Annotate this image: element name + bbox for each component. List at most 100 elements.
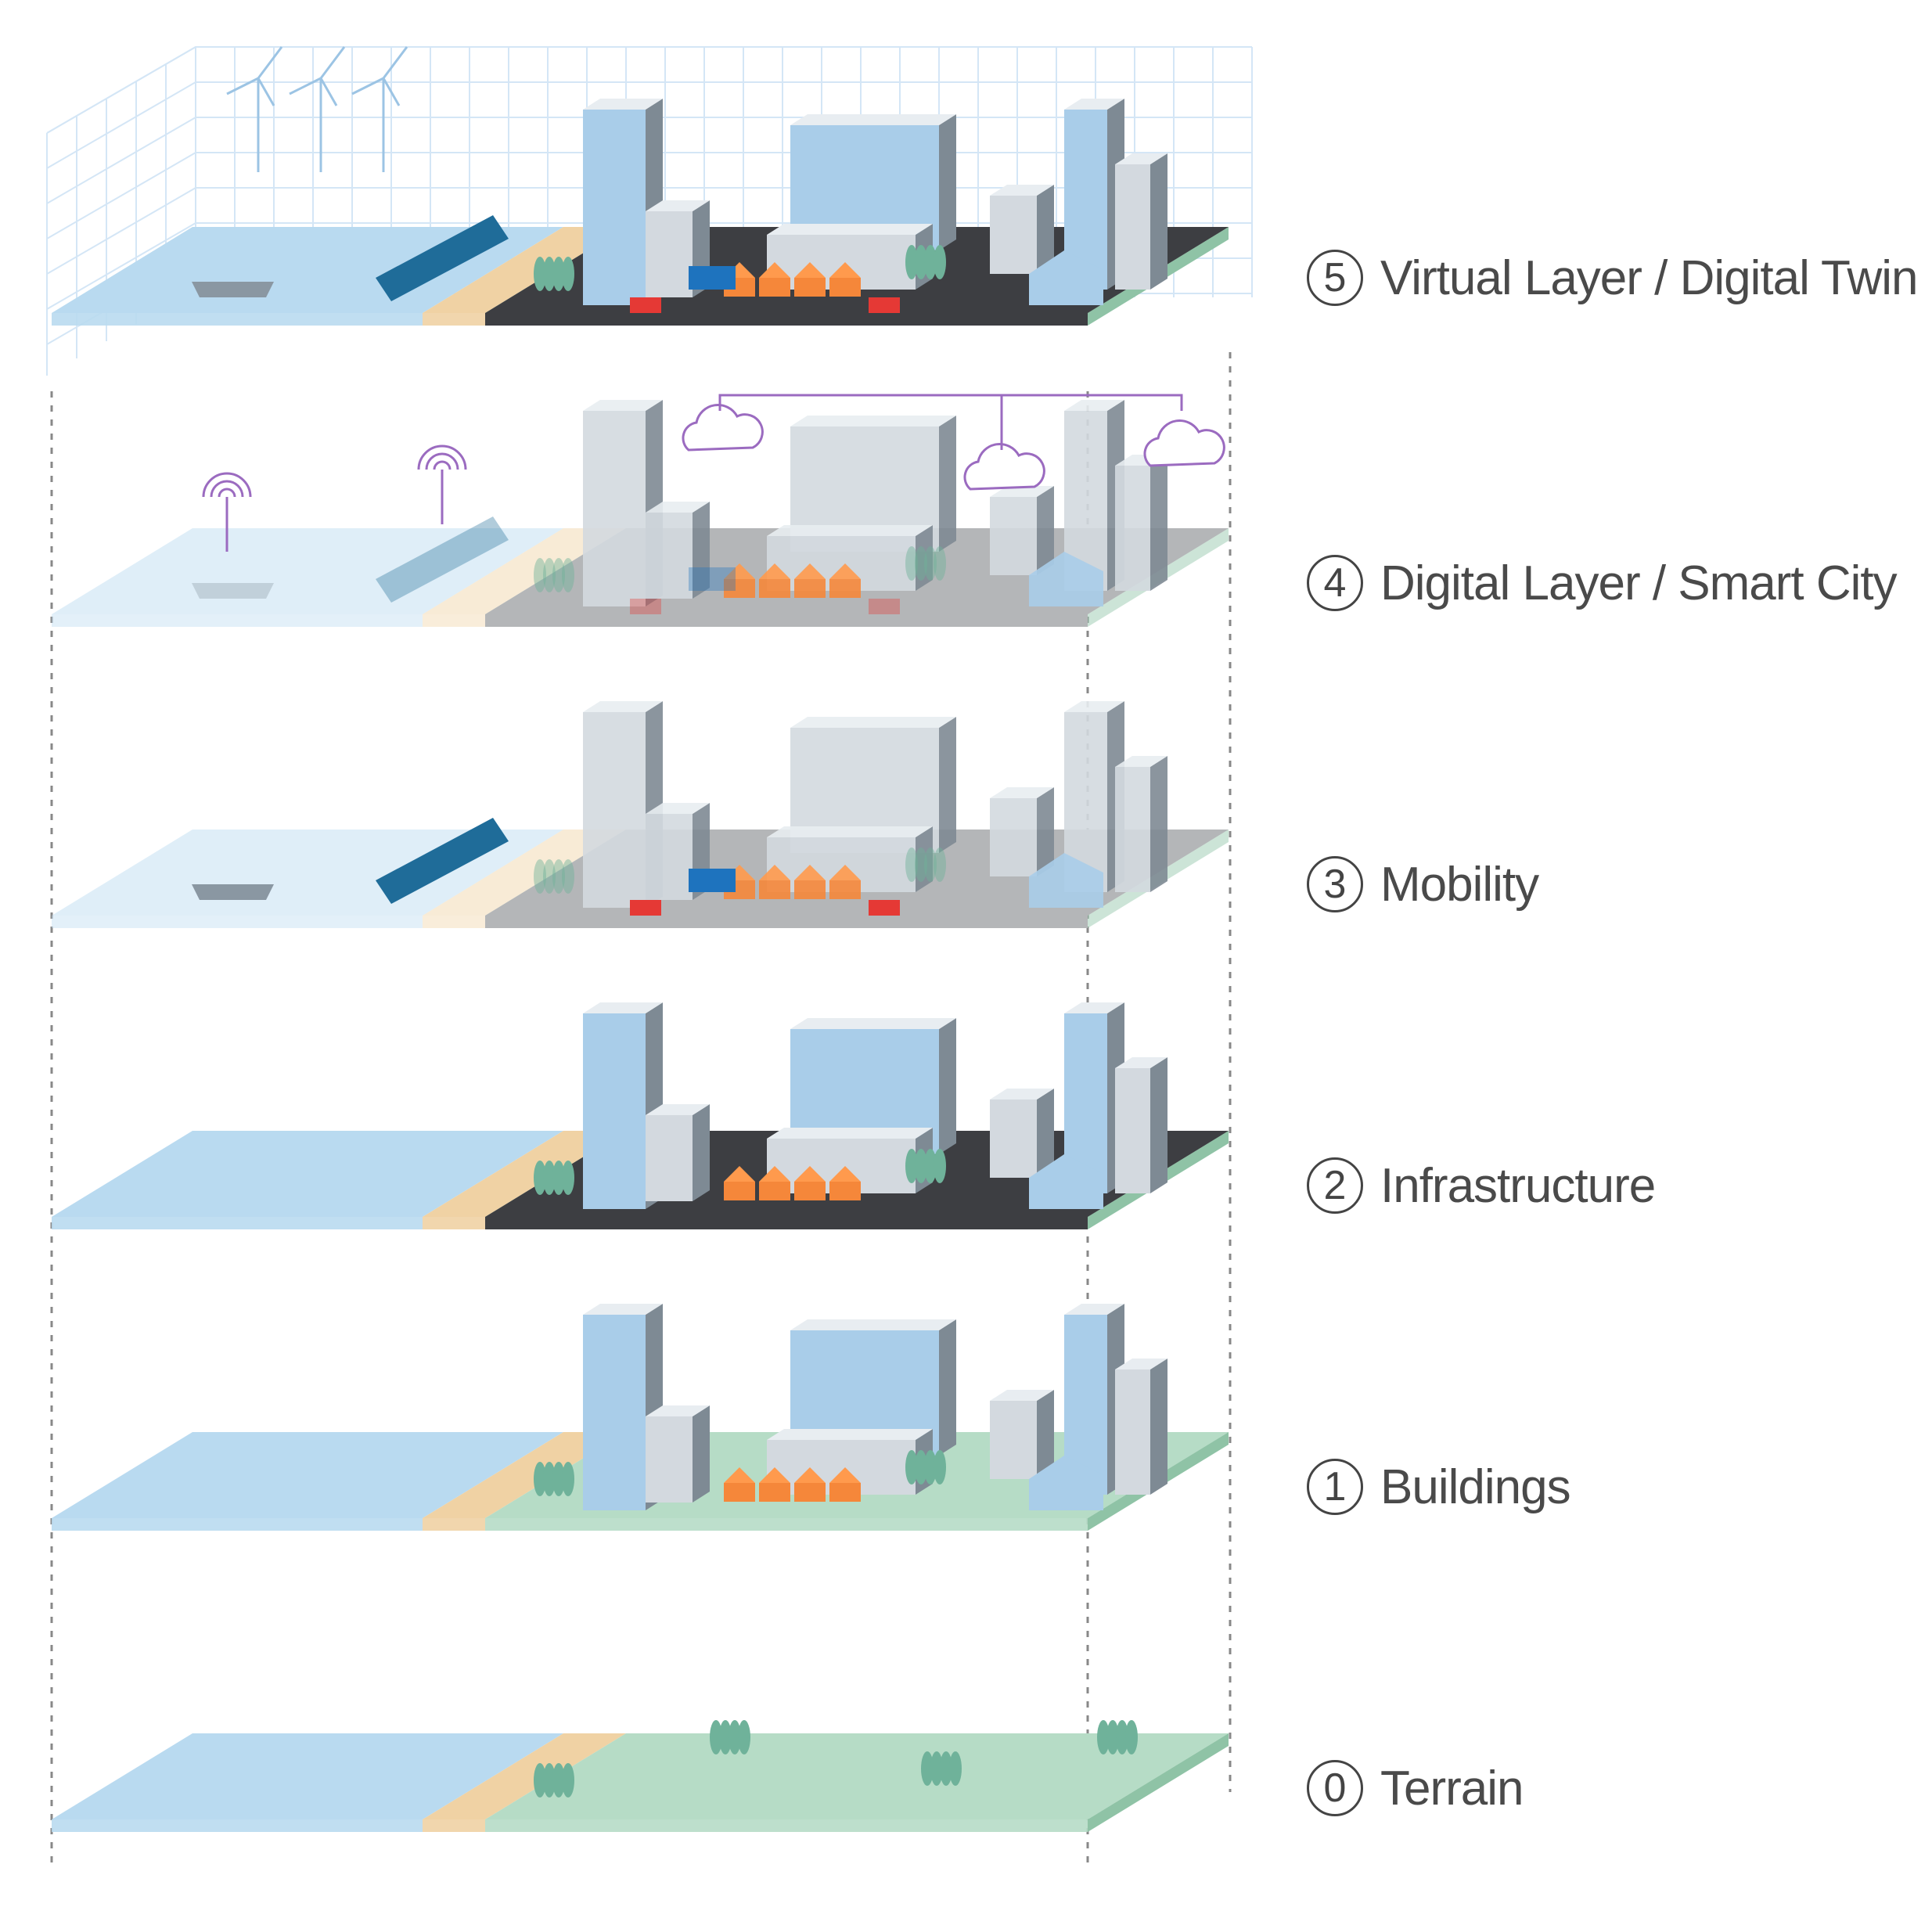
block-right (990, 497, 1037, 575)
tree (915, 1450, 927, 1485)
tree (562, 1462, 574, 1496)
slab-edge (52, 1217, 423, 1229)
slab-edge (423, 916, 485, 928)
row-houses-roof (767, 1128, 933, 1139)
house (724, 1182, 755, 1200)
tree (729, 1720, 741, 1754)
tree (543, 558, 556, 592)
row-houses-roof (767, 826, 933, 837)
layer-label-2: 2 Infrastructure (1307, 1143, 1656, 1229)
tower-left-roof (583, 1002, 663, 1013)
slab-edge (485, 1518, 1088, 1531)
tower-left (583, 712, 646, 908)
tree (534, 1462, 546, 1496)
tree (905, 546, 918, 581)
block-right (990, 1099, 1037, 1178)
tree (924, 546, 937, 581)
greenhouse (1029, 853, 1103, 908)
truck (689, 266, 736, 290)
house-roof (794, 262, 826, 278)
house (724, 579, 755, 598)
tower-right-roof (1064, 400, 1124, 411)
row-houses-side (916, 826, 933, 892)
slab-top (423, 830, 626, 916)
signal-icon (425, 452, 459, 470)
tower-left (583, 1013, 646, 1209)
tree (924, 1149, 937, 1183)
tree (915, 1149, 927, 1183)
house (794, 278, 826, 297)
layer-title-2: Infrastructure (1380, 1158, 1656, 1213)
tree (924, 848, 937, 882)
tree (905, 1149, 918, 1183)
layer-number-4: 4 (1307, 555, 1363, 611)
office-center-side (939, 717, 956, 853)
tree (534, 558, 546, 592)
slab-top (52, 1733, 563, 1819)
road-edge (485, 614, 1088, 627)
slab-edge (423, 614, 485, 627)
tree (921, 1751, 934, 1786)
tree (1106, 1720, 1119, 1754)
car (630, 297, 661, 313)
block-left (646, 814, 693, 900)
tree (562, 558, 574, 592)
block-left-side (693, 502, 710, 599)
block-left (646, 1115, 693, 1201)
layer-1 (52, 1304, 1229, 1531)
tree (562, 1763, 574, 1798)
house-roof (794, 563, 826, 579)
tree (934, 1149, 946, 1183)
office-center-roof (790, 416, 956, 426)
layer-5 (52, 46, 1229, 326)
tower-right-2 (1115, 164, 1150, 290)
slab-edge (423, 1518, 485, 1531)
layer-label-0: 0 Terrain (1307, 1745, 1524, 1831)
tree (534, 257, 546, 291)
greenhouse (1029, 250, 1103, 305)
house (829, 278, 861, 297)
block-left (646, 513, 693, 599)
tower-right-2-roof (1115, 756, 1167, 767)
block-right (990, 196, 1037, 274)
layer-title-3: Mobility (1380, 857, 1539, 912)
block-right-roof (990, 185, 1054, 196)
house (794, 1483, 826, 1502)
house-roof (724, 563, 755, 579)
row-houses-side (916, 525, 933, 591)
tree (552, 1763, 565, 1798)
tree (552, 859, 565, 894)
tree (719, 1720, 732, 1754)
block-right-roof (990, 1390, 1054, 1401)
slab-edge (52, 313, 423, 326)
tree (562, 1161, 574, 1195)
office-center-side (939, 1319, 956, 1456)
block-right-side (1037, 1089, 1054, 1178)
tree (924, 245, 937, 279)
slab-top (423, 528, 626, 614)
house-roof (794, 1166, 826, 1182)
house-roof (759, 865, 790, 880)
house-roof (829, 865, 861, 880)
tree (915, 848, 927, 882)
greenhouse (1029, 1456, 1103, 1510)
house (794, 1182, 826, 1200)
tree (552, 1161, 565, 1195)
tree (934, 1450, 946, 1485)
boat (192, 884, 274, 900)
car (630, 900, 661, 916)
tree (543, 859, 556, 894)
layer-number-2: 2 (1307, 1157, 1363, 1214)
house-roof (794, 865, 826, 880)
tree (1116, 1720, 1128, 1754)
tree (552, 558, 565, 592)
block-right-side (1037, 486, 1054, 575)
wind-turbine-blades (226, 46, 283, 106)
block-right (990, 798, 1037, 876)
office-center-side (939, 1018, 956, 1154)
ship (376, 215, 509, 301)
tree (543, 1763, 556, 1798)
office-center-roof (790, 114, 956, 125)
office-center-side (939, 114, 956, 250)
layer-number-0: 0 (1307, 1760, 1363, 1816)
